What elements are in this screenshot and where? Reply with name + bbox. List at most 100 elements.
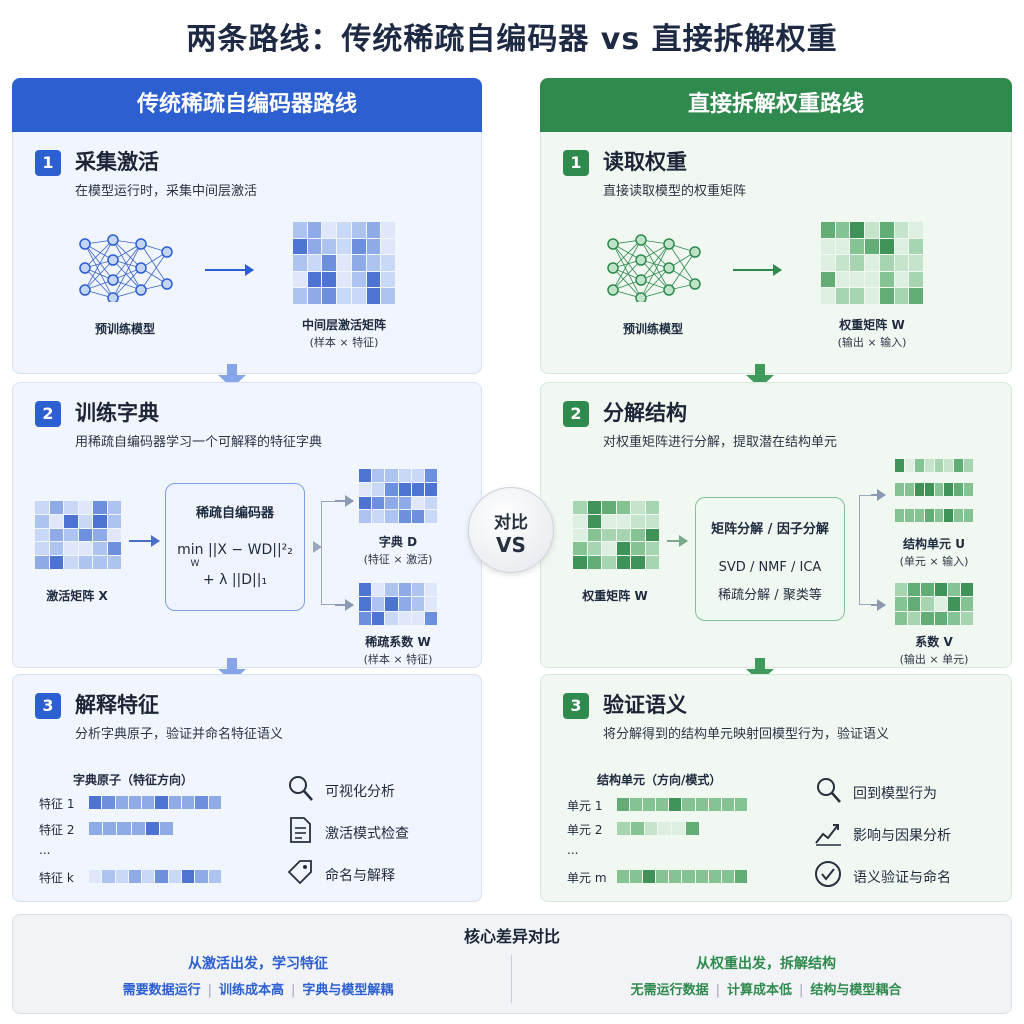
network-edge: [612, 259, 642, 291]
dictionary-matrix: [359, 469, 437, 523]
network-node: [161, 278, 173, 290]
matrix-cell: [587, 514, 601, 528]
magnifier-icon: [289, 776, 313, 801]
matrix-cell: [78, 528, 92, 542]
bar-segment: [934, 509, 944, 522]
bar-segment: [182, 796, 195, 809]
feature-bar: [89, 870, 221, 883]
matrix-cell: [573, 528, 587, 542]
feature-row-label: 特征 2: [39, 823, 75, 837]
bar-segment: [195, 870, 208, 883]
matrix-cell: [909, 288, 923, 304]
bar-segment: [617, 798, 630, 811]
bar-segment: [734, 798, 747, 811]
bar-segment: [682, 870, 695, 883]
matrix-cell: [64, 556, 78, 569]
matrix-cell: [411, 597, 424, 611]
tool-label: 影响与因果分析: [853, 828, 951, 844]
network-edge: [84, 259, 114, 291]
bar-segment: [89, 870, 102, 883]
matrix-cell: [385, 510, 398, 523]
matrix-cell: [879, 238, 894, 255]
step-number: 3: [563, 693, 589, 719]
unit-row-label: 单元 1: [567, 799, 603, 813]
network-node: [607, 262, 619, 274]
matrix-cell: [821, 222, 835, 238]
matrix-cell: [372, 496, 385, 510]
matrix-cell: [602, 514, 616, 528]
network-edge: [612, 239, 642, 269]
summary-item: 需要数据运行: [122, 983, 201, 998]
network-edge: [640, 243, 670, 299]
flow-arrow: [205, 264, 254, 276]
matrix-cell: [381, 238, 395, 255]
bar-segment: [617, 870, 630, 883]
matrix-cell: [337, 255, 351, 271]
network-edge: [84, 243, 114, 281]
matrix-cell: [293, 222, 307, 238]
matrix-cell: [865, 288, 879, 304]
step-title: 验证语义: [603, 693, 687, 717]
matrix-cell: [293, 238, 307, 255]
matrix-cell: [921, 597, 934, 611]
bar-segment: [128, 796, 142, 809]
bar-segment: [695, 798, 708, 811]
network-node: [635, 292, 647, 302]
matrix-cell: [821, 288, 835, 304]
matrix-cell: [960, 611, 973, 625]
bar-segment: [686, 822, 699, 835]
matrix-cell: [322, 255, 337, 271]
matrix-cell: [616, 528, 630, 542]
network-node: [635, 234, 647, 246]
network-node: [79, 284, 91, 296]
matrix-cell: [93, 556, 107, 569]
bar-segment: [658, 822, 672, 835]
matrix-cell: [78, 514, 92, 528]
step-title: 解释特征: [75, 693, 159, 717]
matrix-cell: [64, 542, 78, 556]
step-number: 2: [563, 401, 589, 427]
step-number: 1: [35, 150, 61, 176]
matrix-cell: [359, 510, 372, 523]
matrix-cell: [398, 496, 411, 510]
matrix-cell: [909, 238, 923, 255]
matrix-cell: [908, 583, 921, 597]
matrix-cell: [960, 597, 973, 611]
matrix-cell: [411, 611, 424, 625]
matrix-cell: [381, 271, 395, 288]
matrix-cell: [895, 611, 908, 625]
bar-segment: [695, 870, 708, 883]
network-node: [107, 292, 119, 302]
feature-bar: [89, 822, 174, 835]
matrix-cell: [351, 271, 366, 288]
bar-segment: [734, 870, 747, 883]
matrix-cell: [359, 482, 372, 496]
matrix-cell: [398, 469, 411, 482]
input-matrix-label: 激活矩阵 X: [46, 589, 108, 603]
matrix-cell: [385, 583, 398, 597]
bar-segment: [924, 483, 934, 496]
bar-segment: [142, 796, 155, 809]
network-edge: [640, 243, 670, 281]
matrix-cell: [850, 222, 865, 238]
tag-icon: [287, 860, 312, 885]
summary-right-items: 无需运行数据|计算成本低|结构与模型耦合: [630, 983, 902, 998]
matrix-cell: [616, 514, 630, 528]
matrix-cell: [921, 611, 934, 625]
network-edge: [668, 251, 696, 291]
network-edge: [84, 243, 114, 299]
matrix-cell: [93, 542, 107, 556]
matrix-cell: [631, 556, 645, 569]
step-description: 用稀疏自编码器学习一个可解释的特征字典: [75, 435, 323, 450]
bar-segment: [954, 509, 964, 522]
matrix-cell: [78, 501, 92, 514]
document-icon: [290, 817, 311, 843]
matrix-cell: [645, 514, 659, 528]
matrix-cell: [322, 271, 337, 288]
matrix-cell: [616, 542, 630, 556]
step-title: 采集激活: [75, 150, 159, 174]
input-matrix-label: 权重矩阵 W: [582, 589, 648, 603]
matrix-cell: [78, 542, 92, 556]
bar-segment: [895, 509, 904, 522]
bar-segment: [895, 459, 904, 472]
